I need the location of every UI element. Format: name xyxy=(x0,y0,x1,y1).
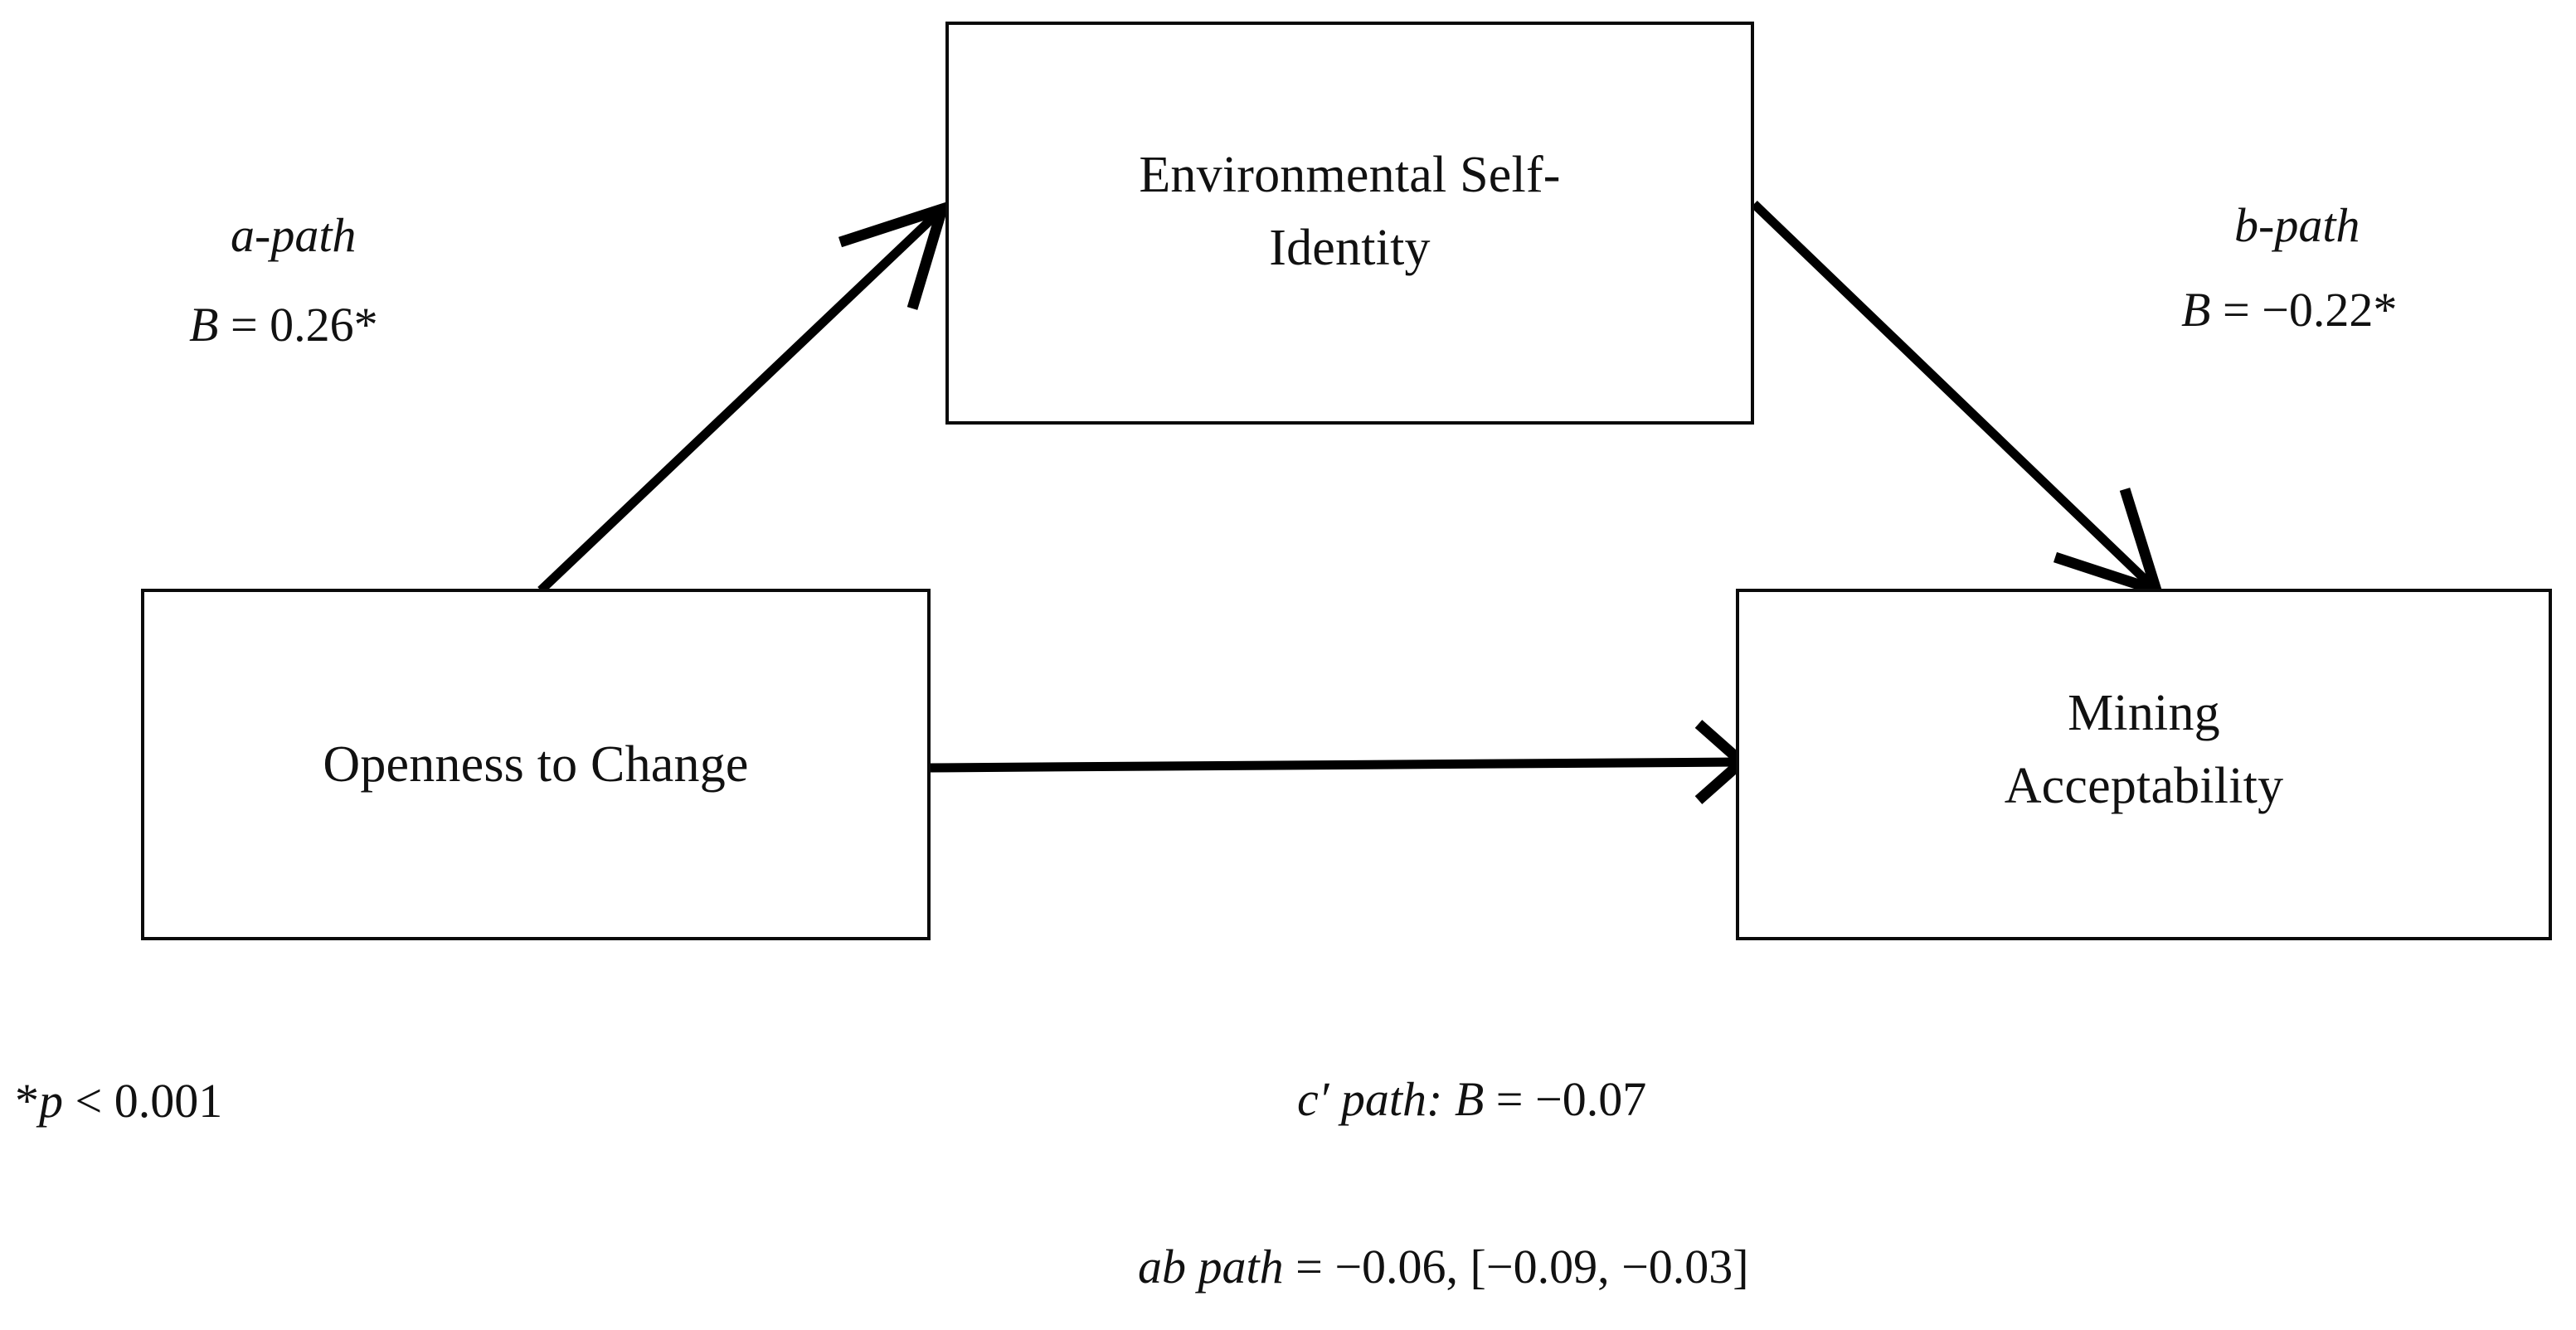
ab-path-label: ab path = −0.06, [−0.09, −0.03] xyxy=(1138,1239,1749,1294)
node-label-predictor: Openness to Change xyxy=(323,735,749,793)
node-box-outcome[interactable]: Mining Acceptability xyxy=(1736,589,2552,940)
node-label-mediator: Environmental Self- Identity xyxy=(1139,146,1561,276)
ab-path-name: ab path xyxy=(1138,1240,1284,1294)
node-box-predictor[interactable]: Openness to Change xyxy=(141,589,931,940)
significance-symbol: p xyxy=(39,1074,63,1128)
b-path-coef-value: = −0.22* xyxy=(2210,283,2398,337)
node-label-outcome: Mining Acceptability xyxy=(2004,684,2284,814)
b-path-coef-symbol: B xyxy=(2181,283,2211,337)
significance-footnote: *p < 0.001 xyxy=(15,1073,222,1129)
a-path-arrow xyxy=(537,200,950,594)
b-path-arrow xyxy=(1751,201,2165,599)
node-box-mediator[interactable]: Environmental Self- Identity xyxy=(945,22,1754,425)
a-path-name-label: a-path xyxy=(231,208,357,262)
significance-star: * xyxy=(15,1074,39,1128)
c-prime-path-label: c′ path: B = −0.07 xyxy=(1297,1071,1646,1127)
significance-threshold: < 0.001 xyxy=(63,1074,223,1128)
ab-path-value: = −0.06, [−0.09, −0.03] xyxy=(1283,1240,1749,1294)
c-prime-path-arrow xyxy=(930,720,1750,804)
c-prime-path-name: c′ path: xyxy=(1297,1072,1455,1126)
c-prime-coef-symbol: B xyxy=(1454,1072,1485,1126)
c-prime-coef-value: = −0.07 xyxy=(1484,1072,1647,1126)
a-path-coefficient-label: B = 0.26* xyxy=(189,297,378,352)
a-path-coef-symbol: B xyxy=(189,298,219,352)
b-path-coefficient-label: B = −0.22* xyxy=(2181,282,2397,337)
b-path-name-label: b-path xyxy=(2234,198,2360,252)
a-path-coef-value: = 0.26* xyxy=(218,298,378,352)
